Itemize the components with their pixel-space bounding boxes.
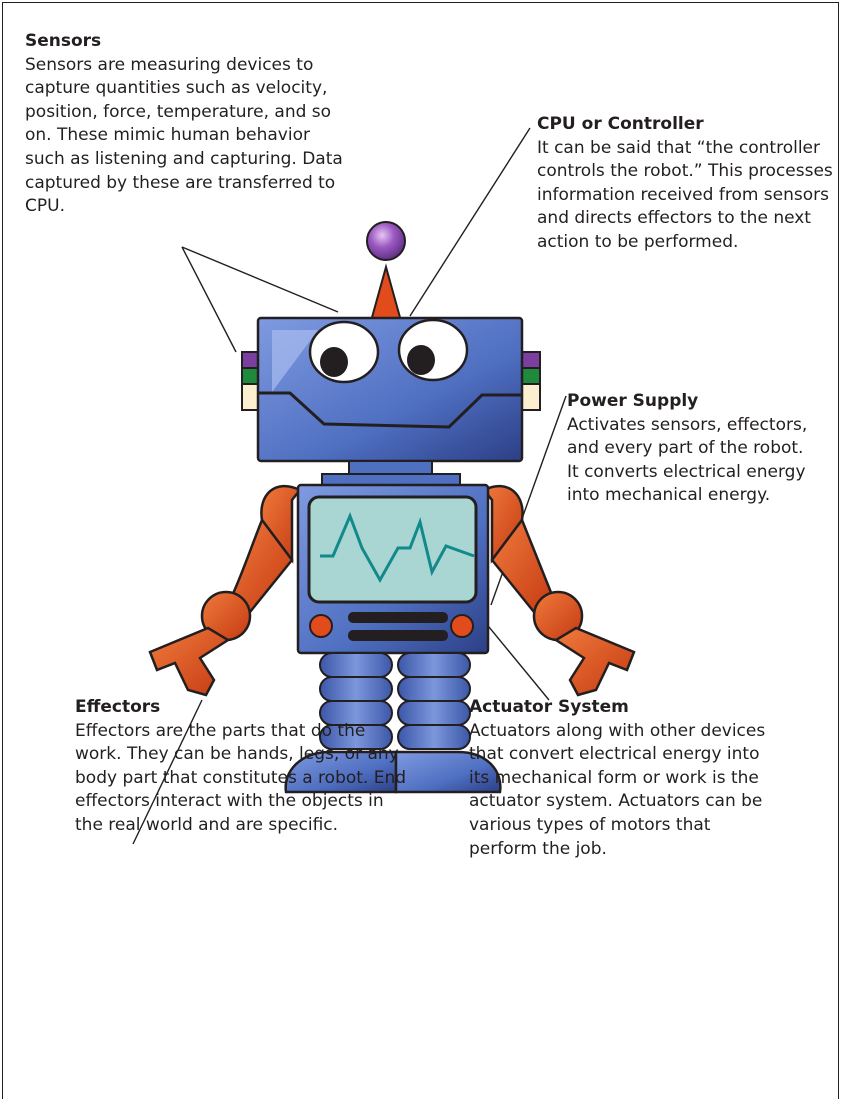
actuator-text: Actuators along with other devices that … (469, 720, 766, 859)
head-highlight (272, 330, 318, 392)
sensors-title: Sensors (25, 31, 102, 51)
robot-mouth (258, 391, 522, 429)
left-foot (284, 750, 398, 794)
display-screen (307, 495, 478, 604)
power-title: Power Supply (567, 391, 699, 411)
power-callout: Power Supply Activates sensors, effector… (567, 390, 817, 508)
display-waveform (320, 511, 475, 584)
cpu-callout: CPU or Controller It can be said that “t… (537, 113, 837, 255)
right-arm (482, 484, 636, 697)
sensors-pointer-right (181, 246, 339, 313)
effectors-text: Effectors are the parts that do the work… (75, 720, 407, 835)
cpu-title: CPU or Controller (537, 114, 704, 134)
robot-neck (348, 460, 433, 475)
actuator-callout: Actuator System Actuators along with oth… (469, 696, 769, 861)
effectors-callout: Effectors Effectors are the parts that d… (75, 696, 415, 838)
vent-slot-bottom (348, 630, 448, 641)
left-eye (308, 320, 380, 384)
antenna-cone (369, 263, 403, 322)
power-text: Activates sensors, effectors, and every … (567, 414, 808, 506)
actuator-title: Actuator System (469, 697, 629, 717)
cpu-pointer (409, 127, 531, 317)
left-arm (148, 484, 302, 697)
right-button (450, 614, 474, 638)
sensors-text: Sensors are measuring devices to capture… (25, 54, 343, 217)
left-button (309, 614, 333, 638)
left-leg (319, 652, 393, 750)
antenna-knob (366, 221, 406, 261)
cpu-text: It can be said that “the controller cont… (537, 137, 833, 252)
right-eye (397, 318, 469, 382)
vent-slot-top (348, 612, 448, 623)
sensors-callout: Sensors Sensors are measuring devices to… (25, 30, 345, 219)
sensors-pointer-left (181, 246, 237, 353)
effectors-pointer (132, 699, 203, 845)
right-foot (394, 750, 502, 794)
right-leg (397, 652, 471, 750)
effectors-title: Effectors (75, 697, 161, 717)
